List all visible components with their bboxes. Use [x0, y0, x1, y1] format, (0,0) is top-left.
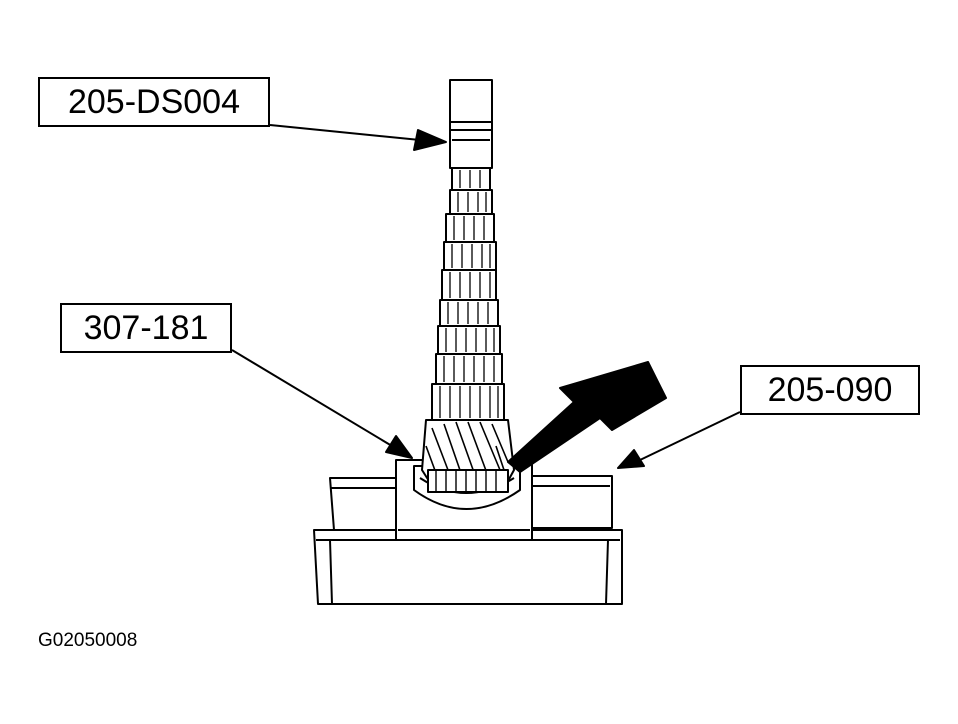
shaft-tool — [449, 79, 493, 169]
gear-teeth — [439, 170, 499, 418]
callout-205-ds004: 205-DS004 — [38, 77, 270, 127]
leader-lines — [231, 124, 741, 469]
force-direction-arrow — [507, 361, 667, 473]
figure-id: G02050008 — [38, 630, 138, 651]
callout-307-181: 307-181 — [60, 303, 232, 353]
callout-205-090: 205-090 — [740, 365, 920, 415]
helical-gear — [421, 419, 515, 493]
